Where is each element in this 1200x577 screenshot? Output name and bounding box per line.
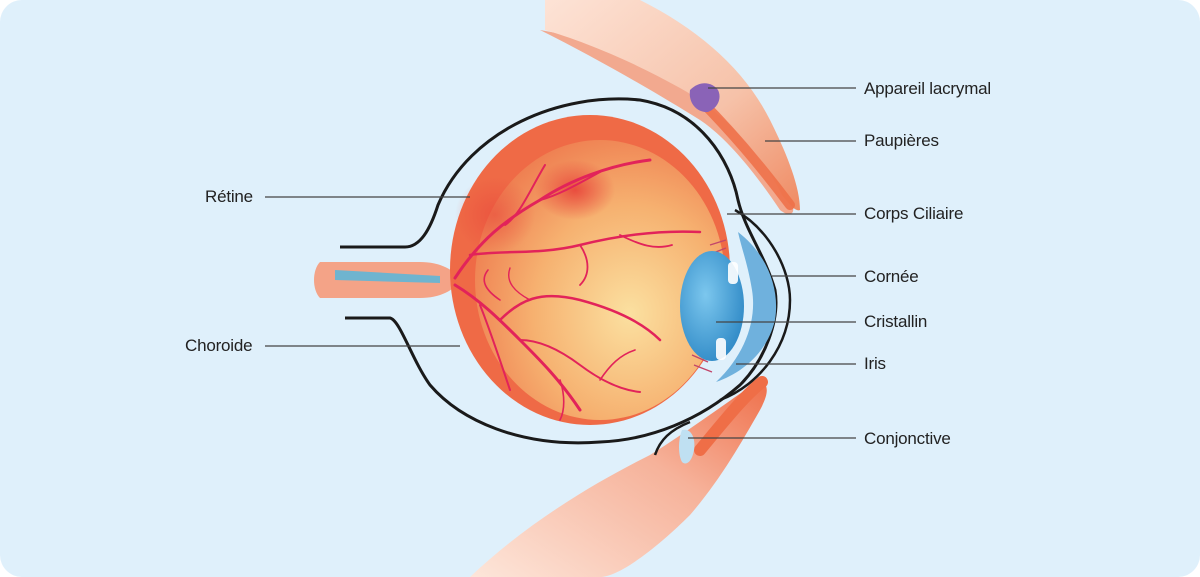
label-conjonctive: Conjonctive <box>864 429 951 449</box>
label-appareil-lacrymal: Appareil lacrymal <box>864 79 991 99</box>
label-cristallin: Cristallin <box>864 312 927 332</box>
label-cornee: Cornée <box>864 267 919 287</box>
label-choroide: Choroide <box>185 336 252 356</box>
label-retine: Rétine <box>205 187 253 207</box>
label-iris: Iris <box>864 354 886 374</box>
label-corps-ciliaire: Corps Ciliaire <box>864 204 963 224</box>
iris <box>728 262 738 284</box>
optic-nerve <box>314 262 460 298</box>
label-paupieres: Paupières <box>864 131 939 151</box>
